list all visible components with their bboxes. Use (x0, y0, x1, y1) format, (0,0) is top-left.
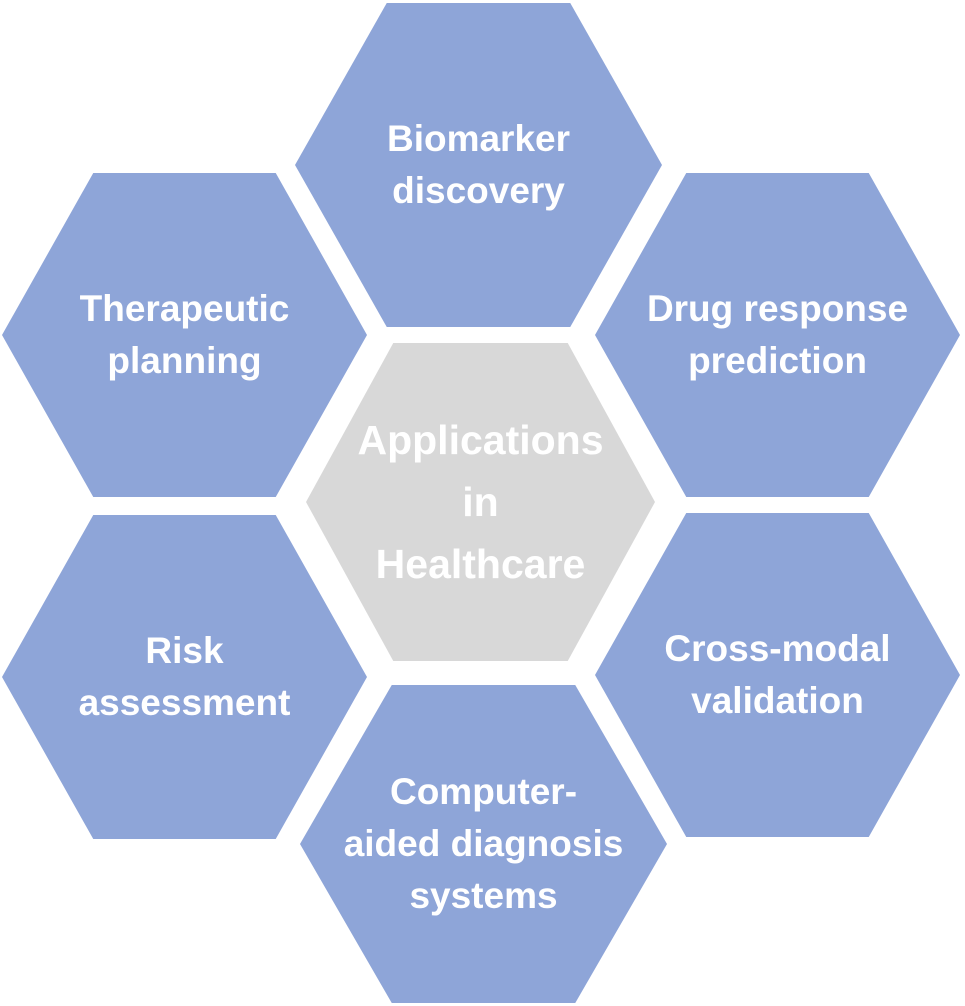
hexagon-label-therapeutic-planning: Therapeutic planning (79, 288, 290, 381)
hexagon-label-biomarker-discovery: Biomarker discovery (386, 118, 571, 211)
hexagon-label-cross-modal-validation: Cross-modal validation (664, 628, 891, 721)
hexagon-computer-aided-diagnosis-systems: Computer- aided diagnosis systems (300, 685, 667, 1003)
hexagon-applications-in-healthcare: Applications in Healthcare (306, 343, 655, 661)
hexagon-label-applications-in-healthcare: Applications in Healthcare (357, 417, 604, 587)
hexagon-drug-response-prediction: Drug response prediction (595, 173, 960, 497)
hexagon-risk-assessment: Risk assessment (2, 515, 367, 839)
hexagon-cross-modal-validation: Cross-modal validation (595, 513, 960, 837)
hexagon-biomarker-discovery: Biomarker discovery (295, 3, 662, 327)
hexagon-therapeutic-planning: Therapeutic planning (2, 173, 367, 497)
hexagon-label-risk-assessment: Risk assessment (78, 630, 291, 723)
hexagon-label-drug-response-prediction: Drug response prediction (646, 288, 909, 381)
hexagon-label-computer-aided-diagnosis-systems: Computer- aided diagnosis systems (343, 771, 624, 916)
